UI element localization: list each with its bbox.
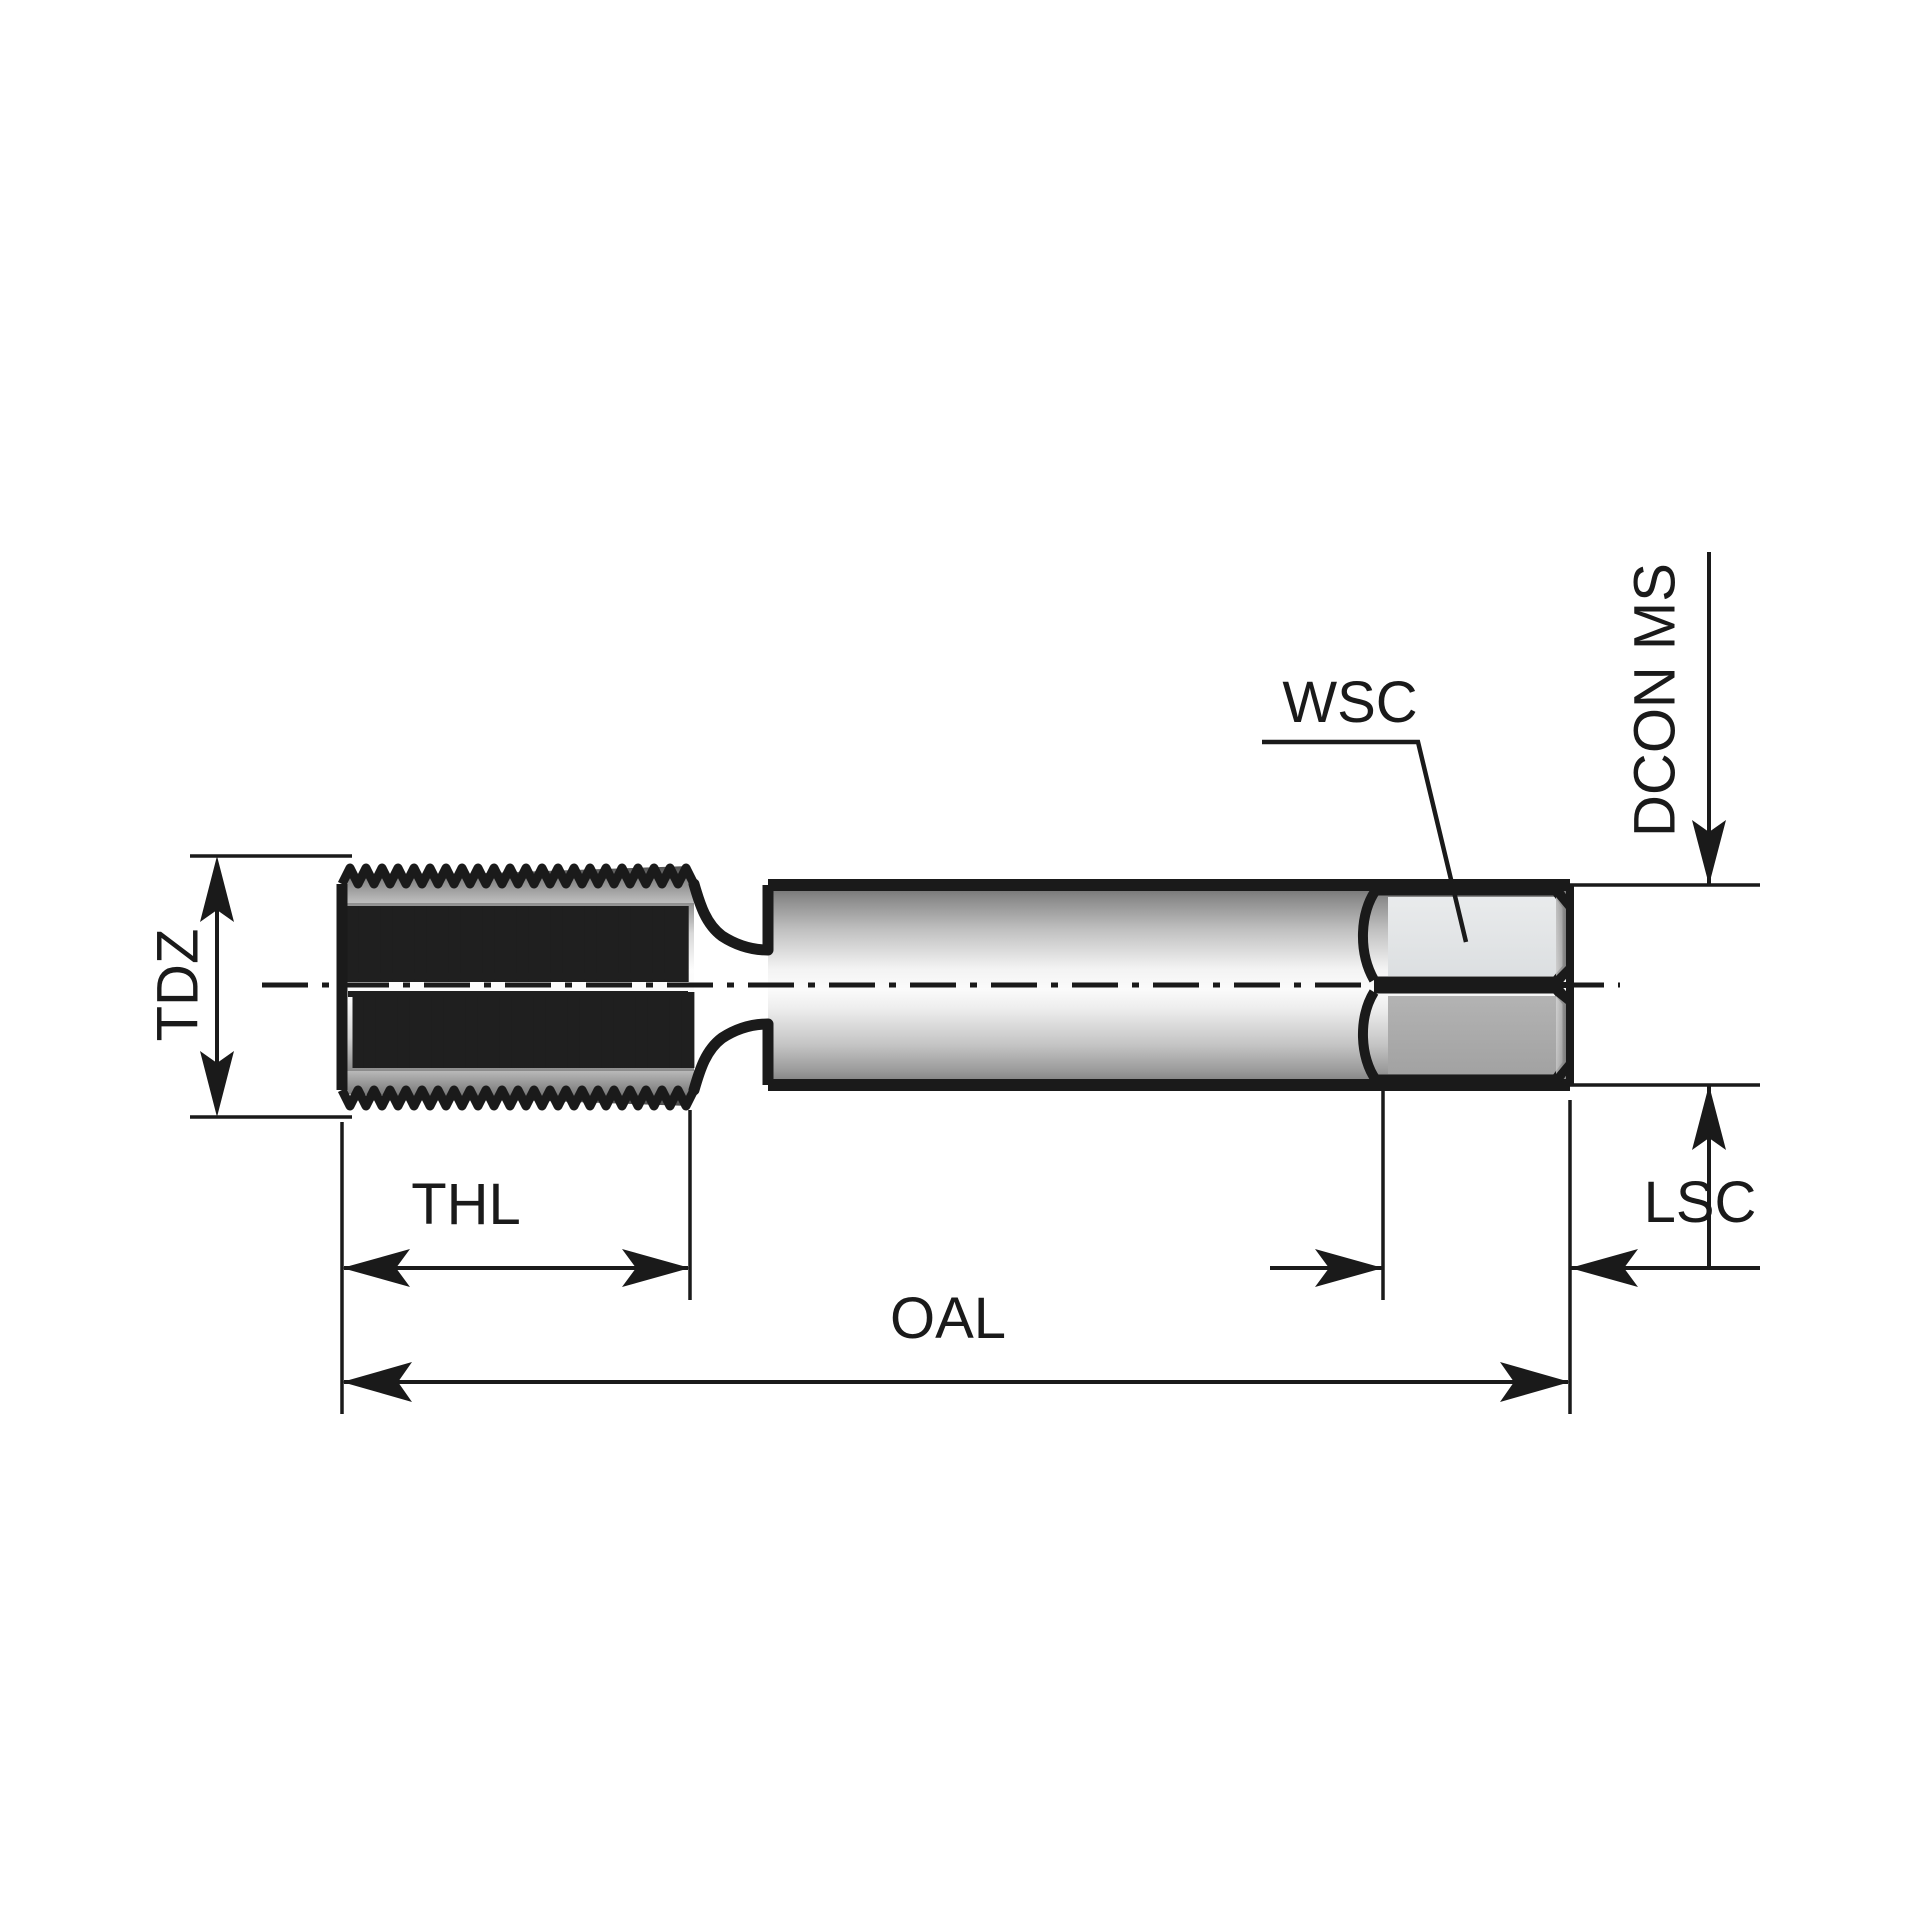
thread-profile-tooth-upper <box>675 906 689 982</box>
thread-crest-top <box>337 863 699 889</box>
thread-profile-tooth-upper <box>482 906 496 982</box>
lsc-arrowhead-left <box>1315 1249 1383 1287</box>
thread-profile-tooth-upper <box>528 906 542 982</box>
dimension-label-oal: OAL <box>890 1286 1006 1351</box>
thread-profile-tooth-upper <box>596 906 610 982</box>
thread-profile-tooth-upper <box>392 906 406 982</box>
thread-profile-tooth-lower <box>624 992 638 1068</box>
thread-profile-tooth-lower <box>635 992 649 1068</box>
tdz-arrowhead-bottom <box>200 1051 234 1117</box>
thread-profile-tooth-upper <box>437 906 451 982</box>
dimension-label-tdz: TDZ <box>146 929 211 1042</box>
thread-profile-tooth-lower <box>613 992 627 1068</box>
thread-profile-tooth-lower <box>488 992 502 1068</box>
thread-profile-tooth-upper <box>539 906 553 982</box>
dcon-arrowhead-bottom <box>1692 1085 1726 1150</box>
thread-profile-tooth-upper <box>630 906 644 982</box>
thread-crest-bottom <box>337 1085 699 1111</box>
wsc-leader-line <box>1262 739 1469 943</box>
thread-profile-tooth-upper <box>460 906 474 982</box>
thread-profile-tooth-lower <box>499 992 513 1068</box>
thread-profile-tooth-lower <box>386 992 400 1068</box>
thread-profile-tooth-lower <box>533 992 547 1068</box>
thread-profile-tooth-lower <box>579 992 593 1068</box>
lsc-arrowhead-right <box>1570 1249 1638 1287</box>
thread-profile-tooth-lower <box>567 992 581 1068</box>
dimension-label-thl: THL <box>411 1172 521 1237</box>
thread-profile-tooth-lower <box>590 992 604 1068</box>
thread-profile-tooth-upper <box>403 906 417 982</box>
dimension-thl: THL <box>342 1172 690 1287</box>
thread-profile-tooth-upper <box>618 906 632 982</box>
dcon-arrowhead-top <box>1692 820 1726 885</box>
oal-arrowhead-right <box>1500 1362 1570 1402</box>
thl-arrowhead-left <box>342 1249 410 1287</box>
thread-profile-tooth-lower <box>363 992 377 1068</box>
thread-profile-tooth-lower <box>443 992 457 1068</box>
thread-profile-tooth-upper <box>369 906 383 982</box>
thread-profile-tooth-lower <box>352 992 366 1068</box>
dimension-label-dcon-ms: DCON MS <box>1623 563 1688 837</box>
thread-profile-tooth-lower <box>681 992 695 1068</box>
thread-profile-tooth-upper <box>562 906 576 982</box>
thread-profile-tooth-upper <box>346 906 360 982</box>
thread-profile-tooth-upper <box>426 906 440 982</box>
thread-profile-tooth-lower <box>465 992 479 1068</box>
dimension-label-lsc: LSC <box>1644 1170 1757 1235</box>
thread-profile-tooth-lower <box>522 992 536 1068</box>
thread-profile-tooth-upper <box>505 906 519 982</box>
thl-arrowhead-right <box>622 1249 690 1287</box>
thread-profile-tooth-upper <box>607 906 621 982</box>
thread-profile-tooth-upper <box>573 906 587 982</box>
thread-profile-tooth-lower <box>658 992 672 1068</box>
tdz-arrowhead-top <box>200 856 234 922</box>
thread-profile-tooth-upper <box>516 906 530 982</box>
thread-profile-tooth-lower <box>545 992 559 1068</box>
thread-profile-tooth-lower <box>431 992 445 1068</box>
thread-profile-tooth-upper <box>550 906 564 982</box>
thread-profile-tooth-lower <box>556 992 570 1068</box>
thread-profile-tooth-lower <box>409 992 423 1068</box>
thread-profile-tooth-lower <box>669 992 683 1068</box>
thread-profile-tooth-upper <box>448 906 462 982</box>
dimension-lsc: LSC <box>1270 1170 1760 1287</box>
thread-profile-tooth-lower <box>511 992 525 1068</box>
thread-profile-tooth-lower <box>397 992 411 1068</box>
thread-profile-tooth-lower <box>420 992 434 1068</box>
thread-profile-tooth-upper <box>641 906 655 982</box>
thread-profile-tooth-upper <box>414 906 428 982</box>
thread-profile-tooth-lower <box>477 992 491 1068</box>
dimension-dcon-ms: DCON MS <box>1623 552 1726 1270</box>
callout-label-wsc: WSC <box>1282 670 1417 735</box>
thread-profile-tooth-upper <box>380 906 394 982</box>
square-drive <box>1358 884 1574 1086</box>
thread-profile-tooth-upper <box>471 906 485 982</box>
thread-profile-tooth-lower <box>601 992 615 1068</box>
callout-wsc: WSC <box>1262 670 1469 943</box>
thread-profile-tooth-upper <box>358 906 372 982</box>
oal-arrowhead-left <box>342 1362 412 1402</box>
tap-tool-body <box>336 863 1574 1111</box>
dimension-oal: OAL <box>342 1286 1570 1402</box>
dimension-tdz: TDZ <box>146 856 234 1117</box>
thread-profile-tooth-upper <box>494 906 508 982</box>
thread-profile-tooth-upper <box>652 906 666 982</box>
thread-profile-tooth-lower <box>375 992 389 1068</box>
thread-profile-tooth-upper <box>584 906 598 982</box>
thread-profile-tooth-upper <box>664 906 678 982</box>
thread-profile-tooth-lower <box>647 992 661 1068</box>
thread-profile-lines <box>346 906 695 1068</box>
thread-profile-tooth-lower <box>454 992 468 1068</box>
